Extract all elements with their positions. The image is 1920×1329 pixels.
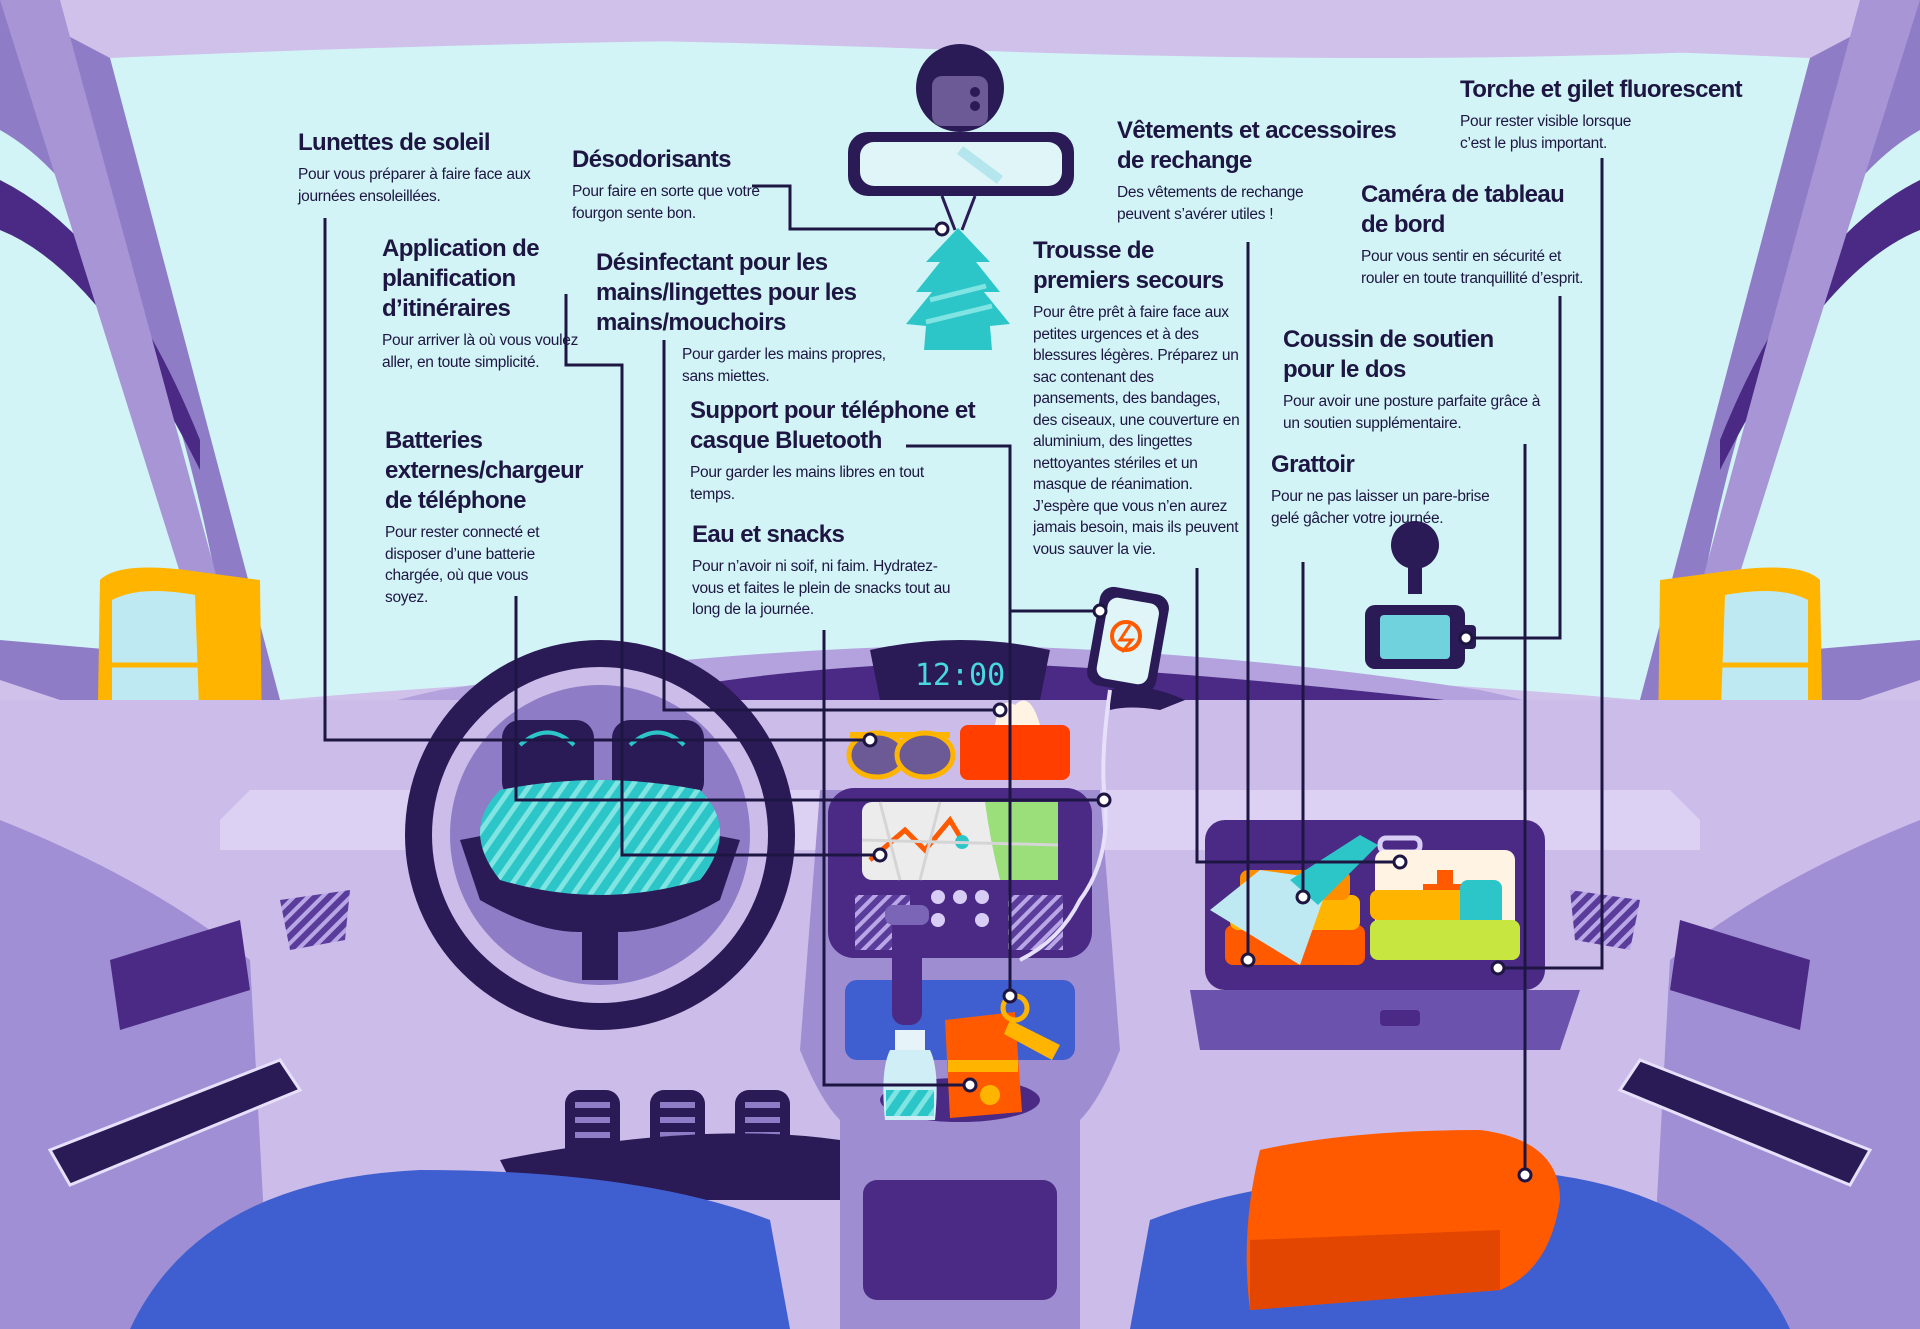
callout-title: Lunettes de soleil: [298, 129, 491, 156]
navigation-screen: [861, 801, 1059, 881]
callout-title: Eau et snacks: [692, 521, 845, 548]
leader-first-aid: [1195, 568, 1400, 864]
callout-text: Pour n’avoir ni soif, ni faim. Hydratez-…: [692, 558, 951, 618]
callout-text: Pour rester visible lorsque c’est le plu…: [1460, 113, 1632, 152]
dot-water-snacks: [962, 1077, 978, 1093]
callout-title: Vêtements et accessoires de rechange: [1117, 117, 1397, 174]
dot-route-app: [872, 847, 888, 863]
dot-cushion: [1517, 1167, 1533, 1183]
dot-torch: [1490, 960, 1506, 976]
dot-sunglasses: [862, 732, 878, 748]
dot-keys: [1002, 988, 1018, 1004]
callout-scraper: Grattoir Pour ne pas laisser un pare-bri…: [1271, 450, 1511, 529]
callout-batteries: Batteries externes/chargeur de téléphone…: [385, 426, 610, 608]
callout-title: Batteries externes/chargeur de téléphone: [385, 427, 584, 514]
callout-first-aid: Trousse de premiers secours Pour être pr…: [1033, 236, 1241, 560]
clock-time: 12:00: [915, 658, 1005, 693]
callout-cushion: Coussin de soutien pour le dos Pour avoi…: [1283, 325, 1548, 434]
steering-wheel: [405, 640, 795, 1030]
windshield: [110, 39, 1810, 700]
callout-water-snacks: Eau et snacks Pour n’avoir ni soif, ni f…: [692, 520, 952, 621]
callout-title: Application de planification d’itinérair…: [382, 235, 540, 322]
rear-view-mirror: [848, 44, 1074, 196]
callout-text: Pour rester connecté et disposer d’une b…: [385, 524, 540, 606]
left-door-handle: [110, 920, 250, 1030]
dot-phone-holder: [1092, 603, 1108, 619]
callout-title: Trousse de premiers secours: [1033, 237, 1224, 294]
leader-sunglasses: [323, 218, 870, 742]
dot-fresheners: [934, 221, 950, 237]
callout-title: Désodorisants: [572, 146, 732, 173]
phone-holder: [1087, 586, 1185, 710]
callout-dashcam: Caméra de tableau de bord Pour vous sent…: [1361, 180, 1591, 289]
callout-title: Caméra de tableau de bord: [1361, 181, 1565, 238]
dot-batteries: [1096, 792, 1112, 808]
callout-text: Pour vous préparer à faire face aux jour…: [298, 166, 531, 205]
callout-clothes: Vêtements et accessoires de rechange Des…: [1117, 116, 1422, 225]
callout-text: Pour arriver là où vous voulez aller, en…: [382, 332, 579, 371]
leader-fresheners: [752, 184, 942, 231]
roof-liner: [0, 0, 1920, 58]
dashcam: [1365, 521, 1476, 669]
dot-first-aid: [1392, 854, 1408, 870]
dot-clothes: [1240, 952, 1256, 968]
callout-text: Des vêtements de rechange peuvent s’avér…: [1117, 184, 1304, 223]
back-cushion: [1246, 1130, 1560, 1310]
sunglasses: [846, 730, 956, 780]
armrest: [863, 1180, 1057, 1300]
callout-anchor-dots: [862, 221, 1533, 1183]
left-air-vent: [280, 890, 350, 950]
callout-title: Support pour téléphone et casque Bluetoo…: [690, 397, 976, 454]
left-pillar-trim: [0, 0, 250, 700]
driver-seat: [130, 1170, 790, 1329]
leader-route-app: [564, 294, 880, 857]
dot-scraper: [1295, 889, 1311, 905]
callout-phone-holder: Support pour téléphone et casque Bluetoo…: [690, 396, 1010, 505]
gear-shifter: [885, 905, 929, 1025]
callout-title: Coussin de soutien pour le dos: [1283, 326, 1494, 383]
leader-torch: [1498, 158, 1604, 970]
callout-text: Pour garder les mains propres, sans miet…: [682, 346, 886, 385]
right-air-vent: [1570, 890, 1640, 950]
clock-display: 12:00: [870, 640, 1050, 700]
callout-text: Pour garder les mains libres en tout tem…: [690, 464, 924, 503]
callout-route-app: Application de planification d’itinérair…: [382, 234, 582, 373]
right-window-switch: [1617, 1058, 1873, 1187]
left-window-frame: [0, 180, 200, 470]
leader-batteries: [514, 596, 1104, 802]
callout-sunglasses: Lunettes de soleil Pour vous préparer à …: [298, 128, 538, 207]
right-pillar-trim: [1670, 0, 1920, 700]
callout-text: Pour avoir une posture parfaite grâce à …: [1283, 393, 1541, 432]
air-freshener: [906, 195, 1010, 350]
callout-text: Pour ne pas laisser un pare-brise gelé g…: [1271, 488, 1490, 527]
leader-phone-holder: [906, 444, 1012, 996]
leader-water-snacks: [822, 630, 970, 1087]
leader-dashcam: [1466, 296, 1562, 640]
callout-text: Pour vous sentir en sécurité et rouler e…: [1361, 248, 1584, 287]
charger-cable: [1019, 689, 1112, 962]
leader-sanitizer: [662, 340, 1000, 712]
callout-title: Désinfectant pour les mains/lingettes po…: [596, 249, 857, 336]
snack-bag: [945, 1012, 1022, 1118]
torch-and-vest: [1370, 880, 1520, 960]
callout-sanitizer: Désinfectant pour les mains/lingettes po…: [596, 248, 906, 387]
callout-title: Grattoir: [1271, 451, 1355, 478]
callout-fresheners: Désodorisants Pour faire en sorte que vo…: [572, 145, 772, 224]
dot-dashcam: [1458, 630, 1474, 646]
left-window-switch: [47, 1058, 303, 1187]
callout-leader-lines: [323, 158, 1604, 1175]
callout-torch: Torche et gilet fluorescent Pour rester …: [1460, 75, 1770, 154]
right-door-handle: [1670, 920, 1810, 1030]
right-window-frame: [1720, 180, 1920, 470]
callout-title: Torche et gilet fluorescent: [1460, 76, 1743, 103]
callout-text: Pour être prêt à faire face aux petites …: [1033, 304, 1240, 558]
dot-sanitizer: [992, 702, 1008, 718]
callout-text: Pour faire en sorte que votre fourgon se…: [572, 183, 760, 222]
